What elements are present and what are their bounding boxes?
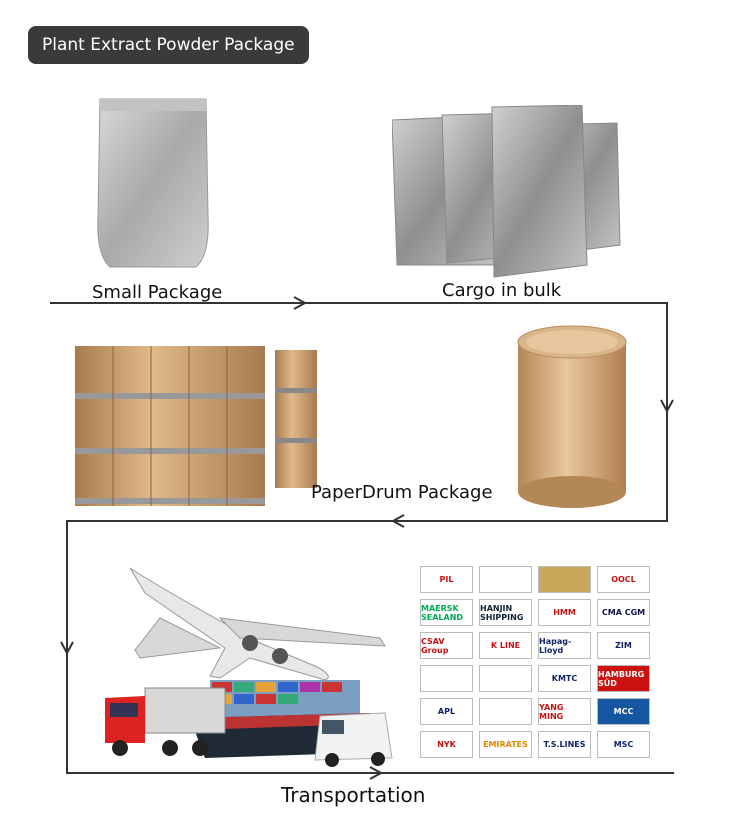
- logo-csav: CSAV Group: [420, 632, 473, 659]
- logo-maersk: MAERSK SEALAND: [420, 599, 473, 626]
- logo-mcc: MCC: [597, 698, 650, 725]
- flow-line-1: [50, 302, 668, 304]
- logo-zim: ZIM: [597, 632, 650, 659]
- logo-hamburg-sud: HAMBURG SÜD: [597, 665, 650, 692]
- small-package-caption: Small Package: [92, 282, 223, 303]
- single-paper-drum-image: [517, 325, 627, 508]
- logo-18: [479, 698, 532, 725]
- logo-emirates: EMIRATES: [479, 731, 532, 758]
- logo-14: [479, 665, 532, 692]
- logo-msc: MSC: [597, 731, 650, 758]
- logo-hapag: Hapag-Lloyd: [538, 632, 591, 659]
- arrow-down-icon: [660, 399, 674, 414]
- arrow-right-icon: [369, 766, 384, 780]
- flow-line-5: [66, 772, 674, 774]
- logo-oocl: OOCL: [597, 566, 650, 593]
- transportation-vehicles-image: [105, 567, 393, 767]
- logo-apl: APL: [420, 698, 473, 725]
- paper-drum-caption: PaperDrum Package: [311, 482, 493, 503]
- logo-13: [420, 665, 473, 692]
- logo-kmtc: KMTC: [538, 665, 591, 692]
- small-foil-bag-image: [97, 98, 209, 268]
- arrow-right-icon: [293, 296, 308, 310]
- arrow-left-icon: [390, 514, 405, 528]
- logo-pil: PIL: [420, 566, 473, 593]
- logo-kline: K LINE: [479, 632, 532, 659]
- logo-tslines: T.S.LINES: [538, 731, 591, 758]
- logo-hanjin: HANJIN SHIPPING: [479, 599, 532, 626]
- flow-line-3: [66, 520, 668, 522]
- logo-yangming: YANG MING: [538, 698, 591, 725]
- transportation-caption: Transportation: [281, 783, 426, 807]
- logo-nyk: NYK: [420, 731, 473, 758]
- logo-hmm: HMM: [538, 599, 591, 626]
- paper-drum-stack-image: [75, 346, 317, 506]
- page-title: Plant Extract Powder Package: [28, 26, 309, 64]
- logo-3: [538, 566, 591, 593]
- logo-2: [479, 566, 532, 593]
- shipping-logo-grid: PIL OOCL MAERSK SEALAND HANJIN SHIPPING …: [420, 566, 650, 758]
- flow-line-4: [66, 520, 68, 774]
- bulk-caption: Cargo in bulk: [442, 280, 562, 301]
- logo-cmacgm: CMA CGM: [597, 599, 650, 626]
- arrow-down-icon: [60, 641, 74, 656]
- bulk-foil-bags-image: [392, 105, 621, 278]
